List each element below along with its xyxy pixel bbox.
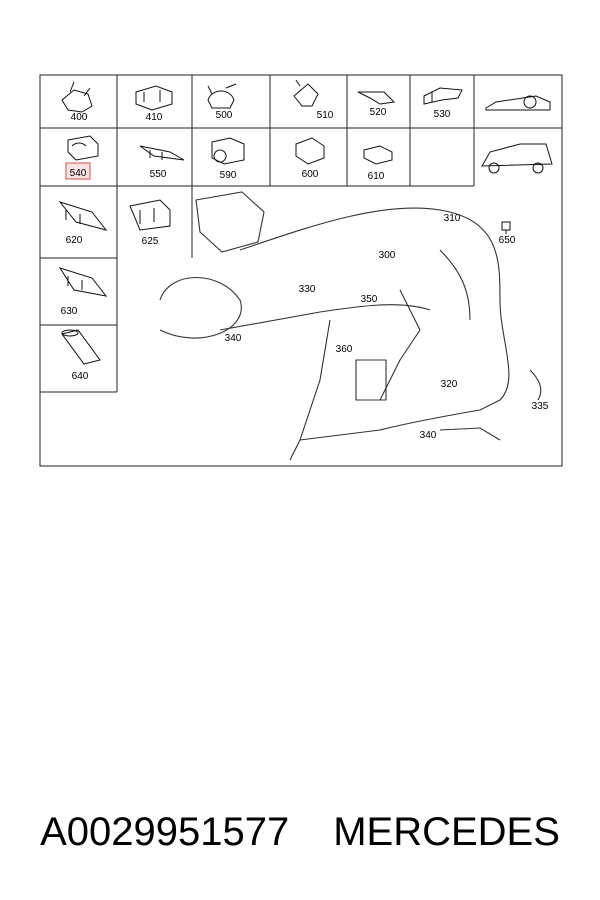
parts-diagram: 400 410 500 510 520 530 540 550 590 600 … (39, 74, 563, 467)
label-410: 410 (146, 112, 163, 123)
part-630-clip[interactable] (58, 267, 108, 297)
part-540-highlight[interactable] (65, 162, 91, 180)
diagram-frame (39, 74, 563, 467)
label-550: 550 (150, 169, 167, 180)
label-300: 300 (379, 250, 396, 261)
label-530: 530 (434, 109, 451, 120)
label-330: 330 (299, 284, 316, 295)
label-620: 620 (66, 235, 83, 246)
parts-grid (40, 75, 562, 393)
part-550-clip[interactable] (139, 145, 185, 161)
label-540[interactable]: 540 (70, 168, 87, 179)
car-side-icon-2 (481, 143, 553, 174)
part-625-clip[interactable] (129, 199, 171, 231)
label-360: 360 (336, 344, 353, 355)
label-590: 590 (220, 170, 237, 181)
label-650: 650 (499, 235, 516, 246)
label-340-left: 340 (225, 333, 242, 344)
label-610: 610 (368, 171, 385, 182)
part-520-bracket[interactable] (357, 91, 396, 105)
part-620-clip[interactable] (58, 201, 108, 231)
part-number: A0029951577 (40, 809, 290, 854)
part-500-holder[interactable] (207, 83, 237, 109)
label-625: 625 (142, 236, 159, 247)
part-400-clip[interactable] (61, 81, 93, 113)
part-640-sleeve[interactable] (61, 329, 101, 365)
part-410-clip[interactable] (135, 85, 173, 111)
label-510: 510 (317, 110, 334, 121)
brand-name: MERCEDES (333, 809, 560, 854)
caption: A0029951577 MERCEDES (0, 802, 600, 862)
label-630: 630 (61, 306, 78, 317)
part-530-bracket[interactable] (423, 87, 463, 105)
label-340-bottom: 340 (420, 430, 437, 441)
car-side-icon-1 (485, 95, 551, 111)
label-310: 310 (444, 213, 461, 224)
label-500: 500 (216, 110, 233, 121)
label-400: 400 (71, 112, 88, 123)
part-610-holder[interactable] (363, 145, 393, 165)
label-350: 350 (361, 294, 378, 305)
label-640: 640 (72, 371, 89, 382)
label-600: 600 (302, 169, 319, 180)
part-650-clip[interactable] (501, 221, 511, 234)
part-590-holder[interactable] (211, 137, 245, 165)
label-320: 320 (441, 379, 458, 390)
part-540-clip[interactable] (67, 135, 99, 161)
part-510-bracket[interactable] (293, 79, 319, 107)
label-520: 520 (370, 107, 387, 118)
label-335: 335 (532, 401, 549, 412)
part-600-holder[interactable] (295, 137, 325, 165)
brake-assembly (159, 191, 542, 461)
